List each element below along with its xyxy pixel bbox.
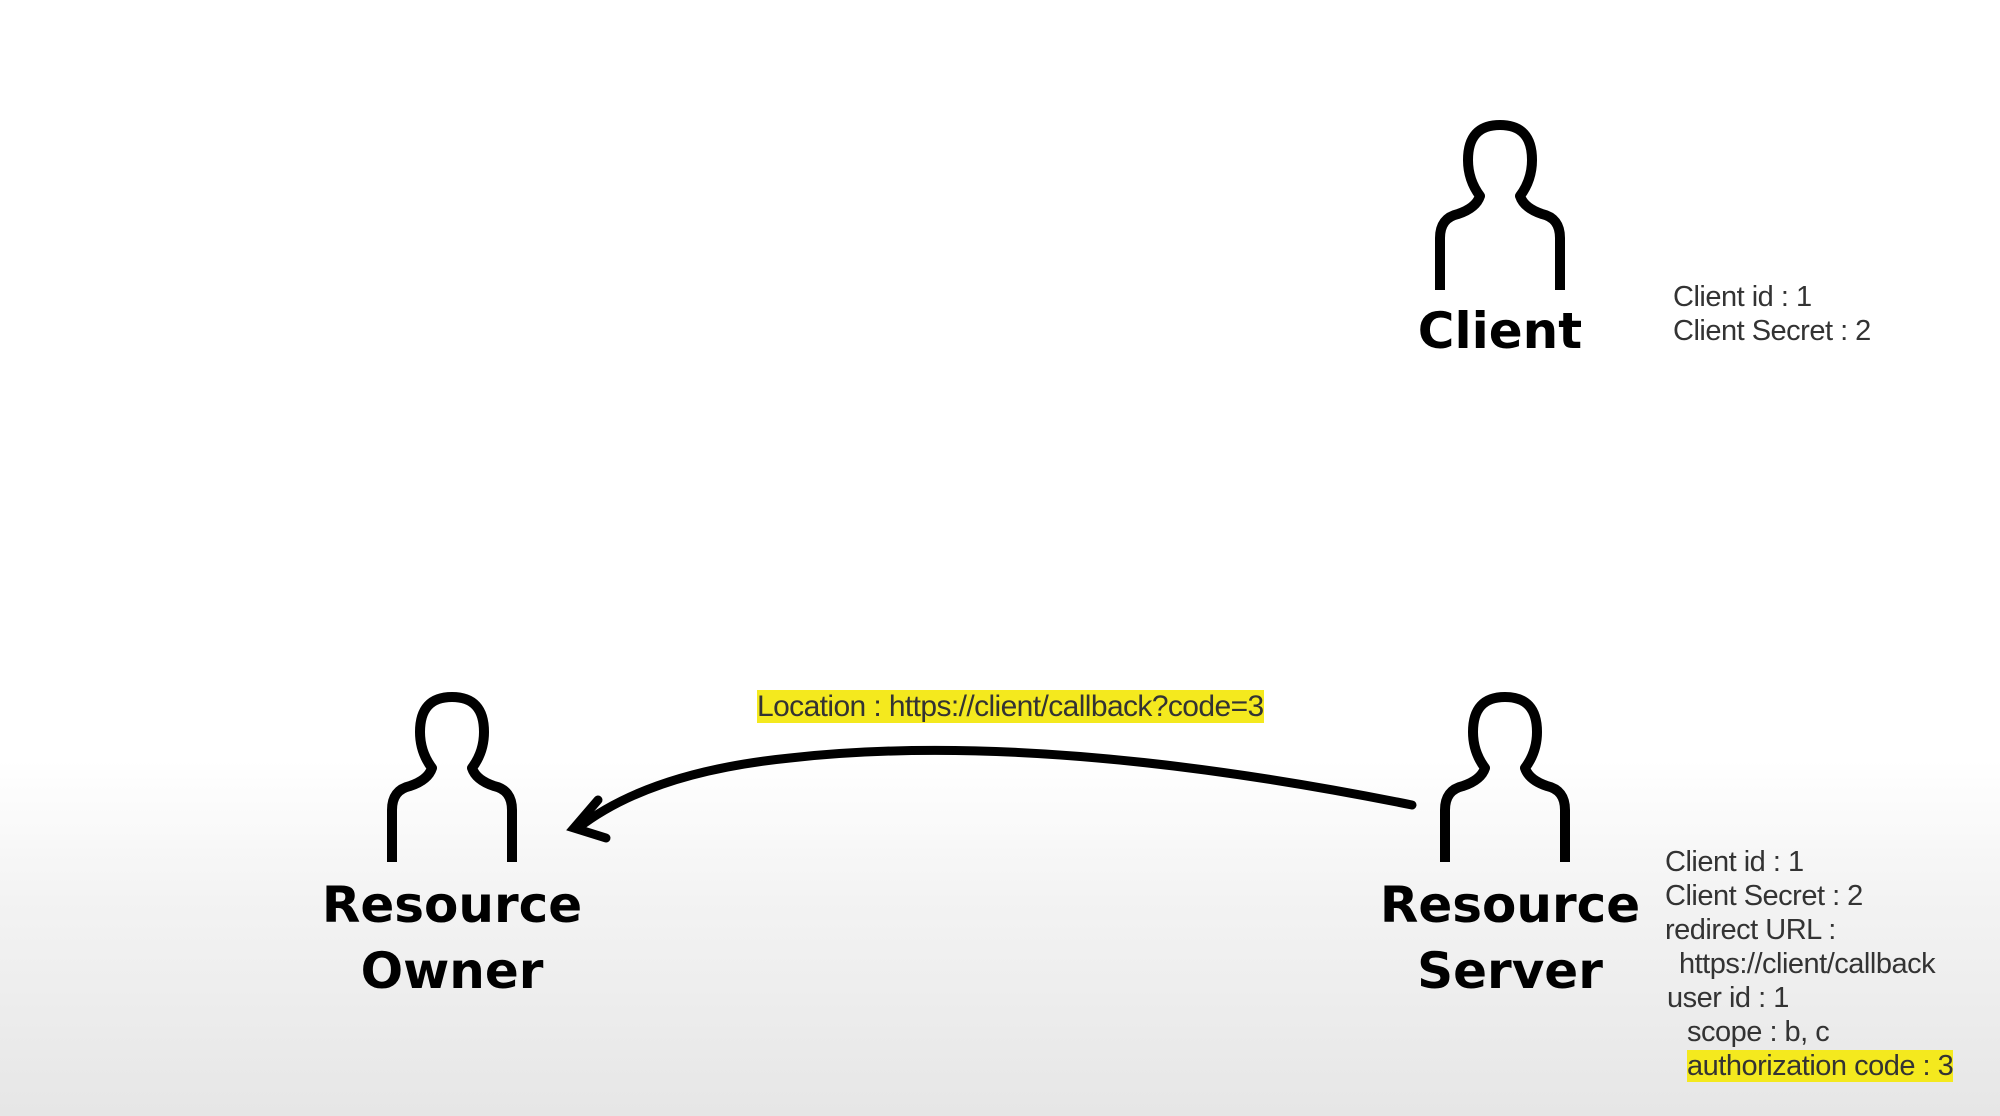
authorization-code-text: authorization code : 3 (1687, 1050, 1954, 1082)
location-message: Location : https://client/callback?code=… (757, 690, 1264, 724)
client-label: Client (1417, 302, 1583, 360)
scope-text: scope : b, c (1687, 1016, 1830, 1048)
client-actor-icon (1430, 120, 1570, 295)
redirect-url-value: https://client/callback (1679, 948, 1936, 980)
location-message-text: Location : https://client/callback?code=… (757, 690, 1264, 723)
resource-owner-label: Resource Owner (302, 872, 602, 1004)
client-info: Client id : 1 Client Secret : 2 (1673, 280, 1871, 348)
user-id-text: user id : 1 (1667, 982, 1789, 1014)
resource-server-icon (1435, 692, 1575, 867)
redirect-url-label: redirect URL : (1665, 914, 1836, 946)
resource-server-label-line1: Resource (1379, 876, 1641, 934)
resource-owner-label-line2: Owner (360, 942, 544, 1000)
server-client-id-text: Client id : 1 (1665, 846, 1804, 878)
server-client-secret-text: Client Secret : 2 (1665, 880, 1863, 912)
resource-server-label-line2: Server (1417, 942, 1603, 1000)
client-id-text: Client id : 1 (1673, 281, 1812, 313)
resource-owner-label-line1: Resource (321, 876, 583, 934)
resource-owner-icon (382, 692, 522, 867)
client-secret-text: Client Secret : 2 (1673, 315, 1871, 347)
authorization-code-row: authorization code : 3 (1665, 1049, 1954, 1083)
resource-server-label: Resource Server (1360, 872, 1660, 1004)
redirect-arrow-line (573, 745, 1417, 833)
redirect-arrow-head (566, 795, 611, 843)
server-info: Client id : 1 Client Secret : 2 redirect… (1665, 845, 1954, 1083)
